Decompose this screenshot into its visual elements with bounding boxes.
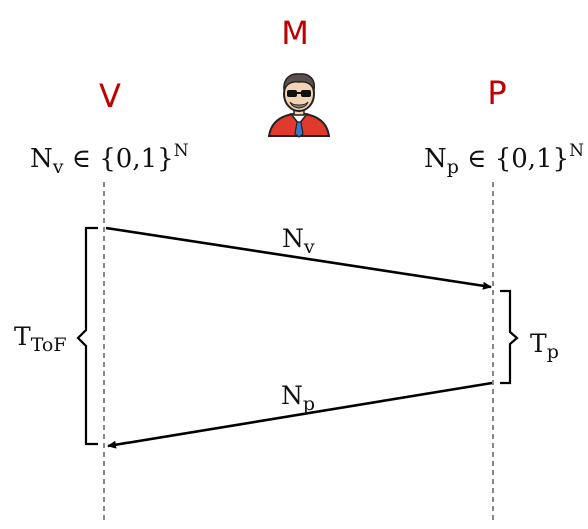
prover-nonce-symbol: N [424,144,447,174]
attacker-label: M [281,14,309,52]
processing-time-subscript: p [547,341,559,363]
time-of-flight-brace [76,226,98,446]
prover-nonce-set: ∈ {0,1} [459,144,569,174]
prover-nonce-subscript: p [447,156,459,178]
message-p-subscript: p [303,393,315,415]
time-of-flight-symbol: T [14,322,31,351]
verifier-nonce-superscript: N [174,141,189,161]
verifier-nonce-symbol: N [30,144,53,174]
message-v-subscript: v [303,236,315,258]
prover-nonce-superscript: N [569,141,584,161]
verifier-nonce-definition: Nv ∈ {0,1}N [30,141,189,178]
time-of-flight-label: TToF [14,322,67,356]
time-of-flight-subscript: ToF [31,334,67,356]
message-label-v-to-p: Nv [282,224,315,258]
processing-time-symbol: T [530,329,547,358]
message-p-symbol: N [281,381,303,410]
prover-nonce-definition: Np ∈ {0,1}N [424,141,584,178]
message-v-symbol: N [282,224,304,253]
message-arrow-v-to-p [105,226,492,290]
verifier-nonce-subscript: v [52,156,64,178]
verifier-label: V [99,77,121,115]
message-arrow-p-to-v [107,381,493,449]
prover-label: P [487,74,506,112]
processing-time-label: Tp [530,329,559,363]
hacker-avatar-icon [267,73,331,138]
processing-time-brace [500,289,519,385]
verifier-nonce-set: ∈ {0,1} [63,144,173,174]
message-label-p-to-v: Np [281,381,315,415]
